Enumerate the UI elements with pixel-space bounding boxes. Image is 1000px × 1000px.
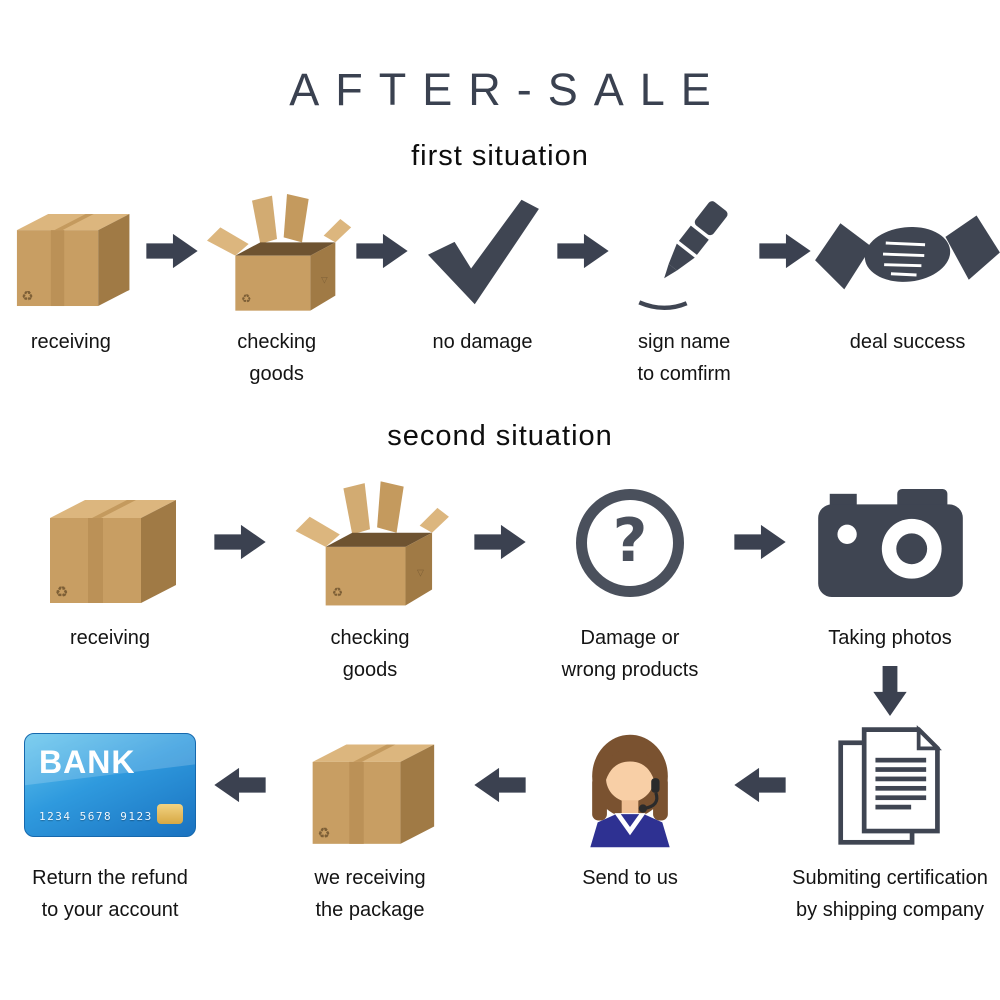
flow-step: receiving xyxy=(0,189,142,358)
arrow-left-icon xyxy=(214,766,266,809)
step-label: checking goods xyxy=(330,627,410,681)
second-situation-flow-top: receiving checking goods ? Damage or wro… xyxy=(0,475,1000,686)
step-label: Return the refund to your account xyxy=(32,867,188,921)
flow-step: checking goods xyxy=(270,475,470,686)
second-situation-flow-bottom: BANK 1234 5678 9123 Return the refund to… xyxy=(0,720,1000,926)
arrow-right-icon xyxy=(557,232,609,275)
bank-card-brand: BANK xyxy=(39,744,136,780)
step-label: Submiting certification by shipping comp… xyxy=(792,867,988,921)
support-agent-icon xyxy=(570,720,690,850)
documents-icon xyxy=(836,720,944,850)
step-label: we receiving the package xyxy=(314,867,426,921)
step-label: sign name to comfirm xyxy=(637,331,731,385)
flow-step: sign name to comfirm xyxy=(613,189,755,390)
arrow-right-icon xyxy=(474,523,526,566)
flow-step: ? Damage or wrong products xyxy=(530,475,730,686)
arrow-right-icon xyxy=(356,232,408,275)
flow-step: checking goods xyxy=(202,189,352,390)
first-situation-heading: first situation xyxy=(411,140,589,172)
arrow-right-icon xyxy=(146,232,198,275)
open-box-icon xyxy=(290,475,450,610)
handshake-icon xyxy=(815,189,1000,314)
open-box-icon xyxy=(202,189,352,314)
flow-step: Submiting certification by shipping comp… xyxy=(790,720,990,926)
second-situation-heading: second situation xyxy=(387,420,613,452)
flow-step: no damage xyxy=(412,189,554,358)
step-label: no damage xyxy=(432,331,533,353)
flow-step: Taking photos xyxy=(790,475,990,654)
question-mark-icon: ? xyxy=(576,475,684,610)
step-label: Damage or wrong products xyxy=(561,627,699,681)
camera-icon xyxy=(818,475,963,610)
arrow-left-icon xyxy=(734,766,786,809)
flow-step: deal success xyxy=(815,189,1000,358)
step-label: Taking photos xyxy=(828,627,952,649)
arrow-right-icon xyxy=(759,232,811,275)
flow-step: receiving xyxy=(10,475,210,654)
pen-icon xyxy=(627,189,741,314)
bank-card-icon: BANK 1234 5678 9123 xyxy=(24,720,196,850)
closed-box-icon xyxy=(8,189,133,314)
arrow-down-icon xyxy=(871,666,909,721)
question-mark-glyph: ? xyxy=(612,505,648,576)
step-label: receiving xyxy=(69,627,151,649)
step-label: receiving xyxy=(30,331,111,353)
closed-box-icon xyxy=(40,475,180,610)
first-situation-flow: receiving checking goods no damage xyxy=(0,189,1000,390)
closed-box-icon xyxy=(303,720,438,850)
flow-step: Send to us xyxy=(530,720,730,894)
arrow-left-icon xyxy=(474,766,526,809)
arrow-right-icon xyxy=(734,523,786,566)
flow-step: we receiving the package xyxy=(270,720,470,926)
step-label: Send to us xyxy=(582,867,678,889)
step-label: deal success xyxy=(849,331,966,353)
bank-card-chip xyxy=(157,804,183,824)
bank-card-number: 1234 5678 9123 xyxy=(39,810,153,823)
checkmark-icon xyxy=(423,189,543,314)
arrow-right-icon xyxy=(214,523,266,566)
flow-step: BANK 1234 5678 9123 Return the refund to… xyxy=(10,720,210,926)
step-label: checking goods xyxy=(237,331,317,385)
page-title: AFTER-SALE xyxy=(289,64,727,115)
